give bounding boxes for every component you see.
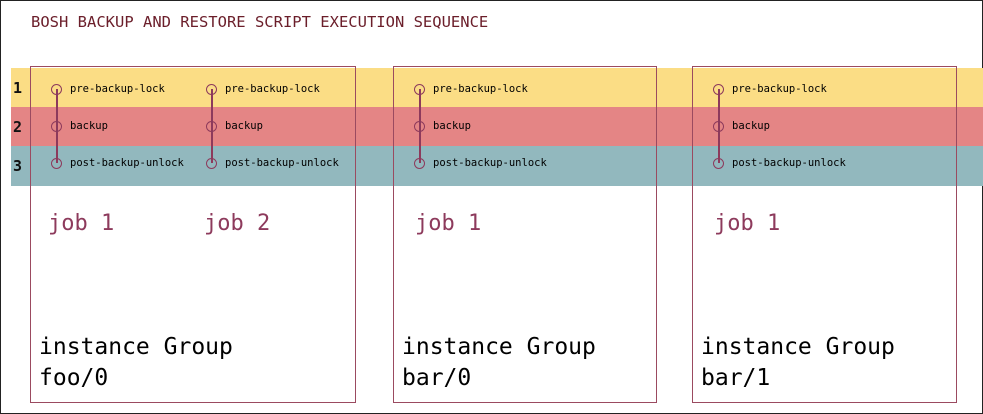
script-step-backup: backup — [713, 118, 770, 134]
step-circle-icon — [206, 157, 217, 169]
script-step-pre-backup-lock: pre-backup-lock — [414, 81, 528, 97]
job-label: job 1 — [714, 211, 781, 236]
instance-group-foo-0: instance Group foo/0 — [30, 66, 356, 403]
script-step-backup: backup — [51, 118, 108, 134]
script-step-pre-backup-lock: pre-backup-lock — [51, 81, 165, 97]
stage-band-3: 3 — [11, 146, 983, 186]
step-circle-icon — [713, 83, 724, 95]
script-step-backup: backup — [414, 118, 471, 134]
stage-number: 2 — [13, 117, 23, 136]
stage-number: 1 — [13, 78, 23, 97]
script-step-pre-backup-lock: pre-backup-lock — [206, 81, 320, 97]
step-circle-icon — [713, 120, 724, 132]
step-circle-icon — [414, 120, 425, 132]
job-label: job 2 — [204, 211, 271, 236]
instance-group-bar-1: instance Group bar/1 — [692, 66, 957, 403]
step-circle-icon — [713, 157, 724, 169]
step-circle-icon — [414, 157, 425, 169]
stage-band-1: 1 — [11, 68, 983, 107]
step-circle-icon — [51, 157, 62, 169]
step-circle-icon — [206, 120, 217, 132]
script-step-post-backup-unlock: post-backup-unlock — [414, 155, 547, 171]
script-step-post-backup-unlock: post-backup-unlock — [713, 155, 846, 171]
step-circle-icon — [51, 83, 62, 95]
instance-group-label: instance Group foo/0 — [39, 334, 233, 391]
step-circle-icon — [414, 83, 425, 95]
job-label: job 1 — [415, 211, 482, 236]
stage-number: 3 — [13, 157, 23, 175]
diagram-title: BOSH BACKUP AND RESTORE SCRIPT EXECUTION… — [31, 13, 489, 31]
job-label: job 1 — [48, 211, 115, 236]
step-circle-icon — [51, 120, 62, 132]
stage-band-2: 2 — [11, 107, 983, 146]
instance-group-bar-0: instance Group bar/0 — [393, 66, 657, 403]
instance-group-label: instance Group bar/0 — [402, 334, 596, 391]
instance-group-label: instance Group bar/1 — [701, 334, 895, 391]
script-step-post-backup-unlock: post-backup-unlock — [206, 155, 339, 171]
script-step-backup: backup — [206, 118, 263, 134]
script-step-post-backup-unlock: post-backup-unlock — [51, 155, 184, 171]
step-circle-icon — [206, 83, 217, 95]
script-step-pre-backup-lock: pre-backup-lock — [713, 81, 827, 97]
